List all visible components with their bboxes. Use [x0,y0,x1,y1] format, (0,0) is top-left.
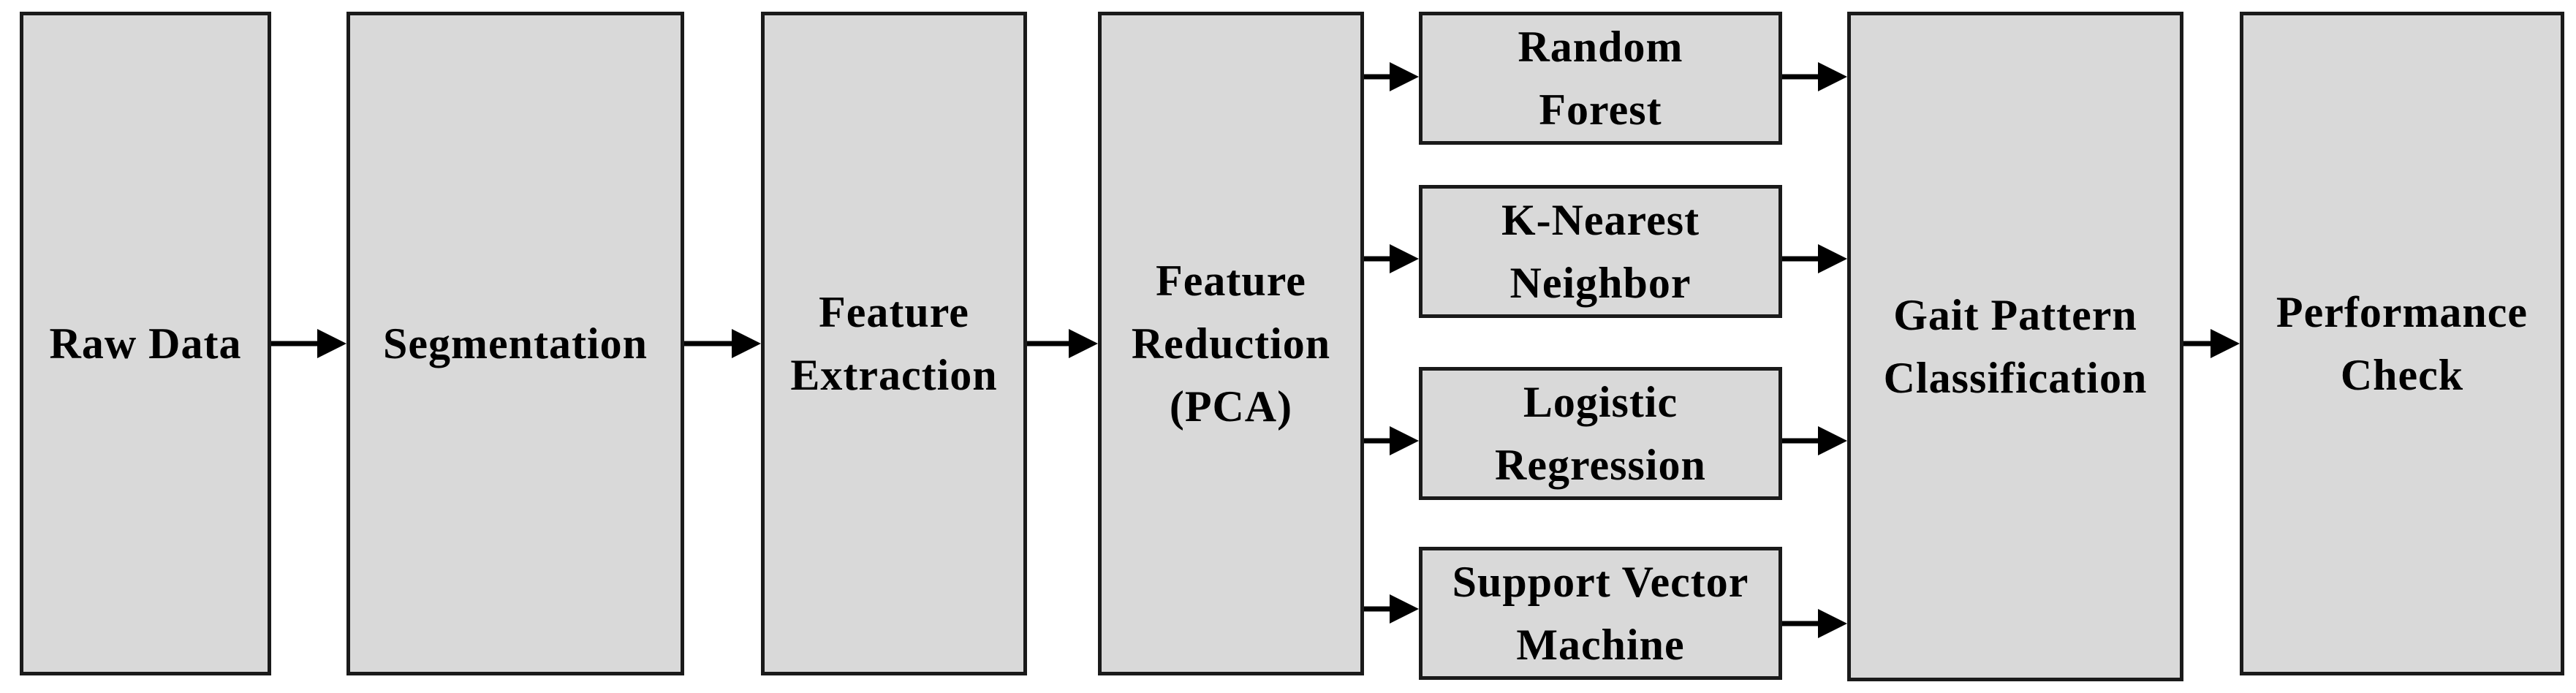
arrow-feature-reduction-to-svm [1364,594,1419,624]
feature-extraction-box: Feature Extraction [761,12,1027,675]
knn-label: K-Nearest Neighbor [1501,196,1700,307]
svm-box: Support Vector Machine [1419,547,1782,680]
feature-reduction-box: Feature Reduction (PCA) [1098,12,1364,675]
raw-data-label: Raw Data [49,319,242,368]
arrow-head [732,329,761,358]
arrow-head [1818,609,1847,638]
arrow-head [1818,62,1847,91]
arrow-segmentation-to-feature-extraction [684,329,761,358]
arrow-head [2211,329,2240,358]
arrow-gait-classification-to-performance-check [2183,329,2240,358]
segmentation-label: Segmentation [383,319,648,368]
feature-extraction-label: Feature Extraction [790,288,998,399]
logistic-regression-box: Logistic Regression [1419,367,1782,500]
gait-classification-box: Gait Pattern Classification [1847,12,2183,681]
gait-classification-label: Gait Pattern Classification [1883,291,2148,402]
random-forest-label: Random Forest [1518,23,1683,134]
feature-reduction-label: Feature Reduction (PCA) [1131,257,1331,431]
segmentation-box: Segmentation [346,12,684,675]
arrow-head [1390,62,1419,91]
arrow-head [1818,244,1847,273]
arrow-head [1390,244,1419,273]
arrow-logistic-regression-to-gait-classification [1782,426,1847,455]
random-forest-box: Random Forest [1419,12,1782,145]
arrow-svm-to-gait-classification [1782,609,1847,638]
svm-label: Support Vector Machine [1452,558,1749,669]
arrow-knn-to-gait-classification [1782,244,1847,273]
arrow-feature-reduction-to-knn [1364,244,1419,273]
logistic-regression-label: Logistic Regression [1495,378,1706,489]
arrow-random-forest-to-gait-classification [1782,62,1847,91]
arrow-feature-extraction-to-feature-reduction [1027,329,1098,358]
raw-data-box: Raw Data [20,12,271,675]
arrow-head [1390,426,1419,455]
performance-check-box: Performance Check [2240,12,2564,675]
arrow-head [1069,329,1098,358]
arrow-head [1390,594,1419,624]
performance-check-label: Performance Check [2276,288,2528,399]
arrow-feature-reduction-to-logistic-regression [1364,426,1419,455]
arrow-head [317,329,346,358]
arrow-head [1818,426,1847,455]
knn-box: K-Nearest Neighbor [1419,185,1782,318]
arrow-raw-data-to-segmentation [271,329,346,358]
arrow-feature-reduction-to-random-forest [1364,62,1419,91]
